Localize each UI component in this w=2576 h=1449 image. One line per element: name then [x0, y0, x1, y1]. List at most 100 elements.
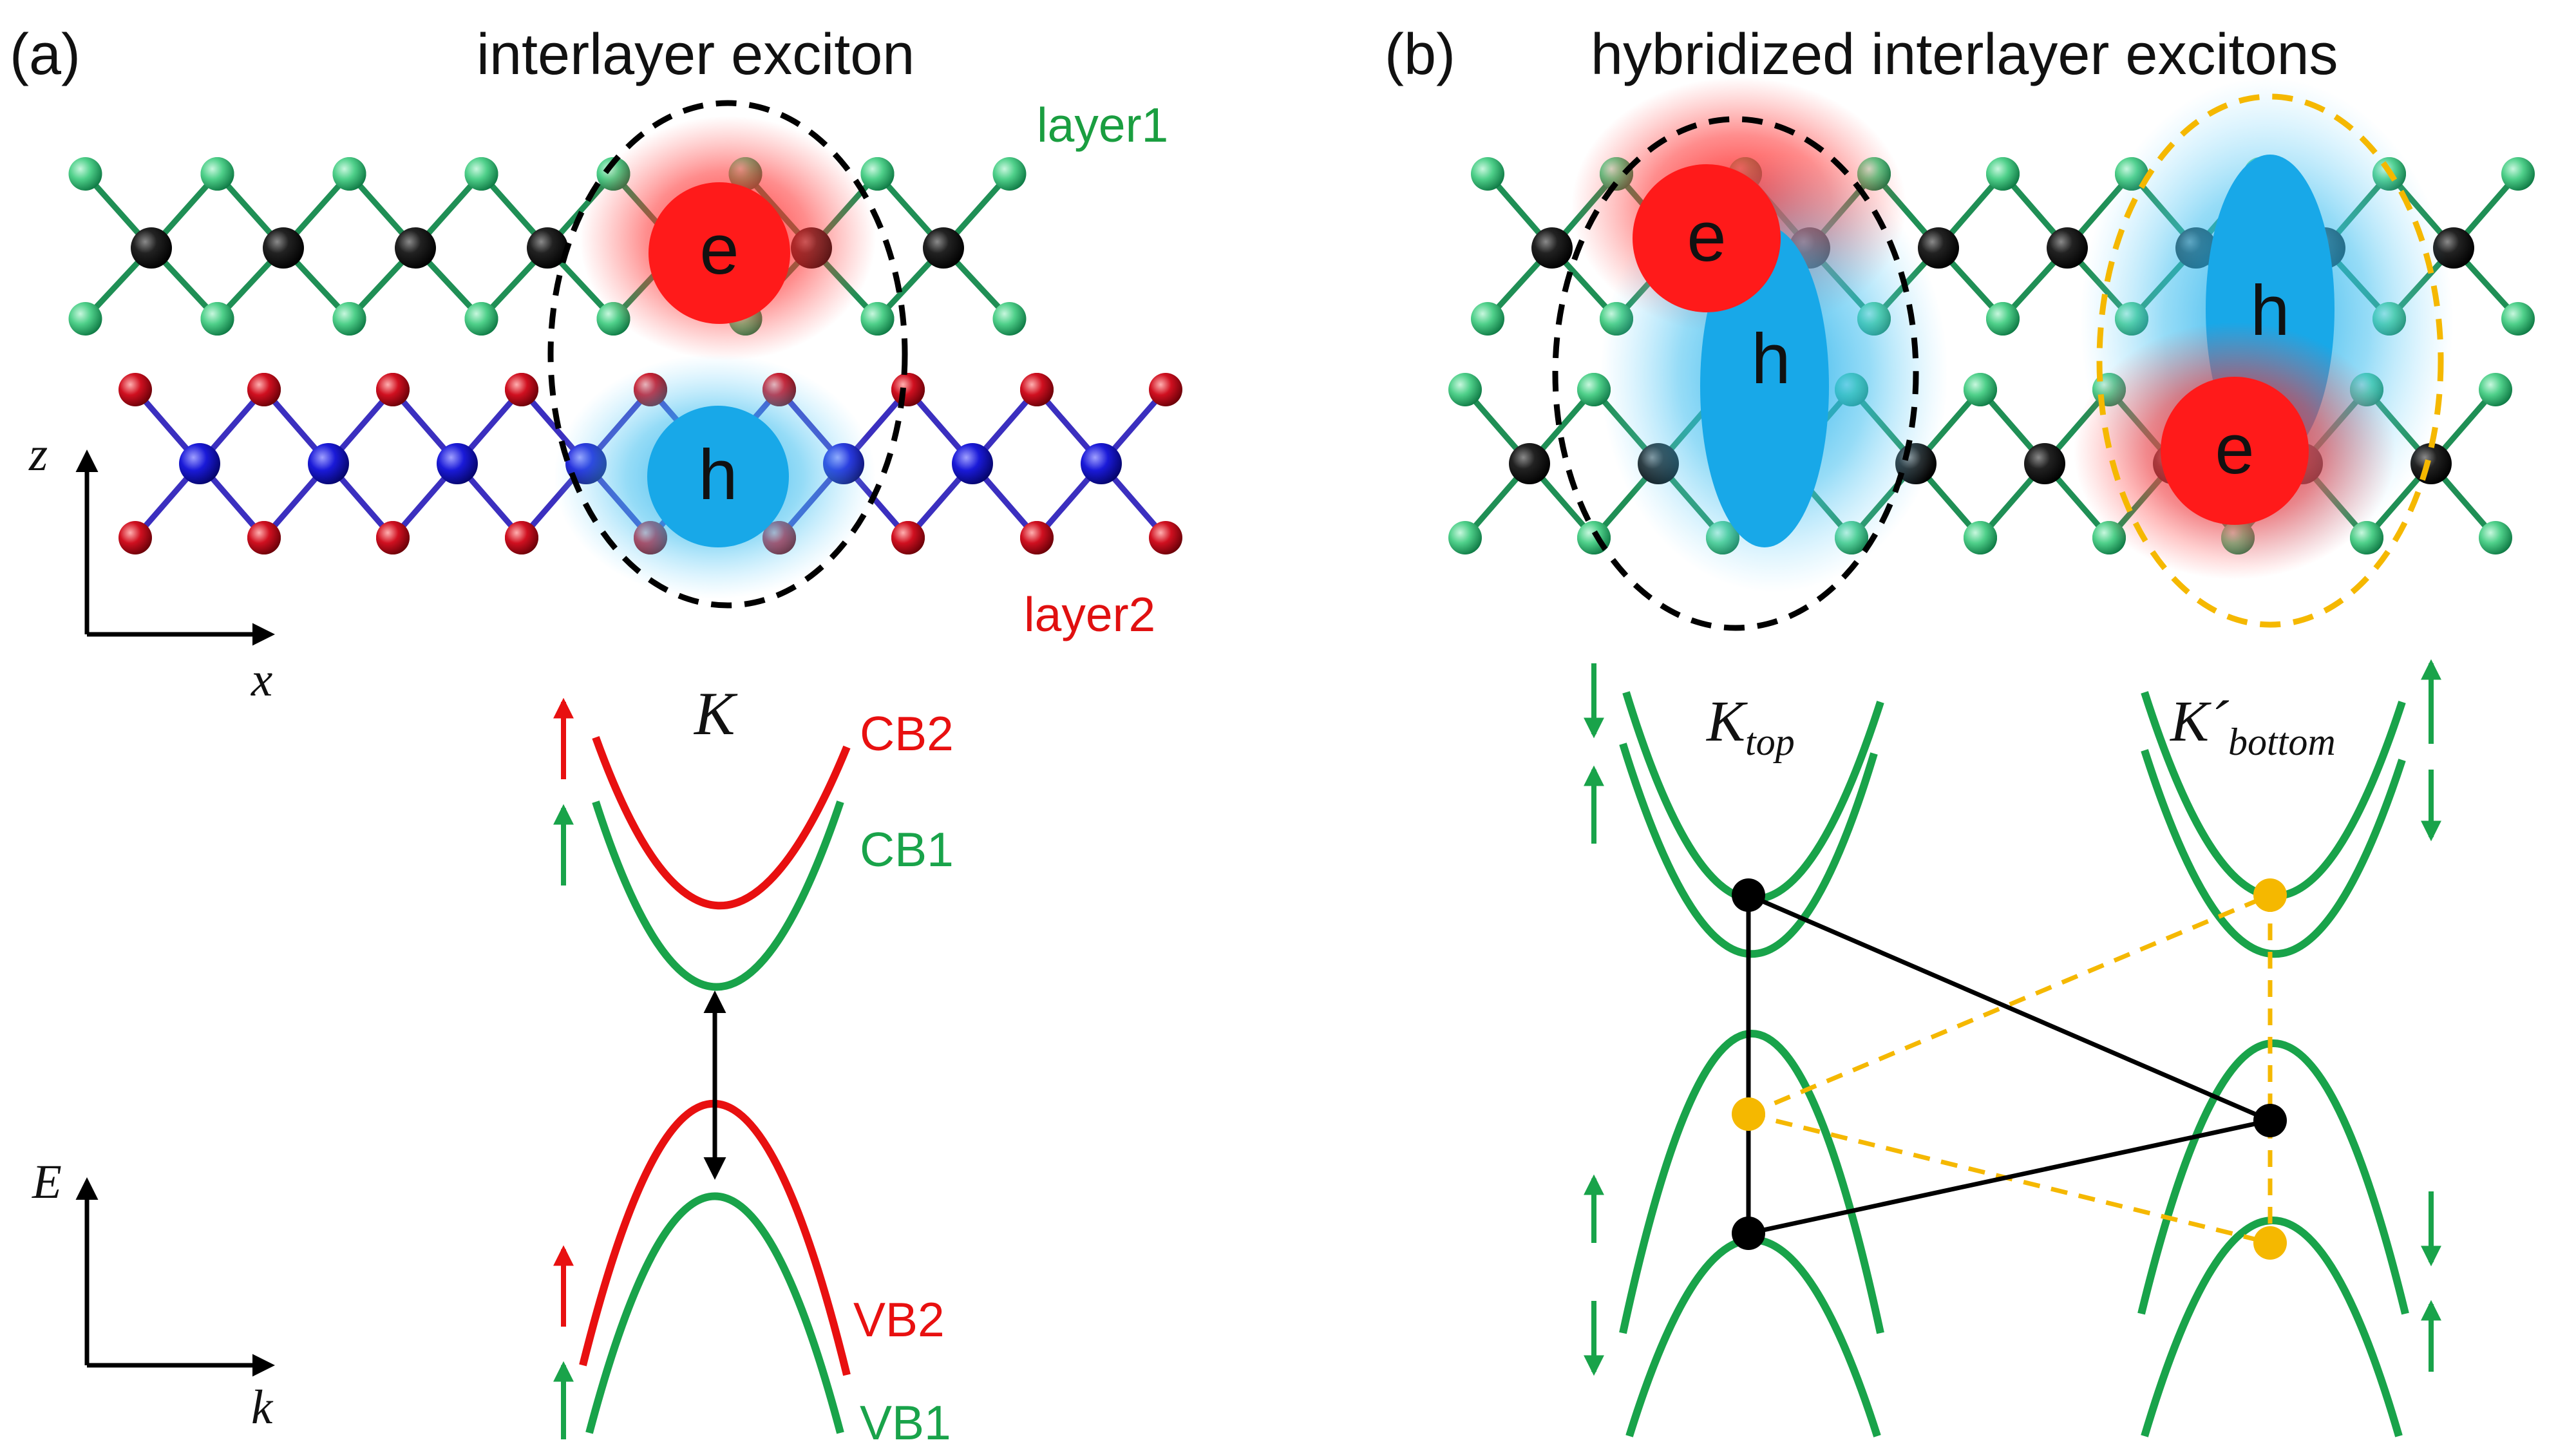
atom — [2479, 521, 2512, 554]
label-cb2: CB2 — [860, 706, 954, 761]
hole-label-left: h — [1751, 319, 1790, 399]
state-dot-yellow — [2253, 878, 2287, 912]
state-dot-black — [1732, 1217, 1765, 1250]
atom — [1964, 373, 1997, 406]
valley-right-label: K´bottom — [2169, 690, 2336, 763]
atom — [332, 157, 366, 191]
state-dot-yellow — [2253, 1226, 2287, 1260]
band-cb2 — [592, 735, 851, 910]
shift-arrows-b — [1584, 659, 2441, 1376]
atom — [1448, 521, 1482, 554]
band-cb1 — [592, 800, 844, 991]
atom — [1081, 443, 1122, 484]
hole-label-right: h — [2250, 271, 2289, 350]
atom — [464, 302, 498, 336]
atom — [2479, 373, 2512, 406]
atom — [68, 157, 102, 191]
atom — [1918, 227, 1959, 269]
atom — [923, 227, 964, 269]
spatial-axes: z x — [28, 428, 275, 706]
hole-label: h — [698, 435, 737, 515]
atom — [505, 373, 538, 406]
label-vb1: VB1 — [860, 1396, 951, 1449]
atom — [2024, 443, 2065, 484]
atom — [891, 521, 925, 554]
atom — [118, 521, 152, 554]
atom — [505, 521, 538, 554]
panel-b: (b) hybridized interlayer excitons e h h… — [1385, 23, 2535, 1437]
axis-E-label: E — [32, 1155, 62, 1209]
band-right-vb-lower — [2141, 1217, 2403, 1437]
atom — [992, 302, 1027, 336]
atom — [376, 373, 410, 406]
atom — [200, 302, 234, 336]
band-axes: E k — [32, 1155, 275, 1434]
atom — [68, 302, 102, 336]
band-right-cb-lower — [2141, 749, 2406, 958]
electron-sphere-left — [1633, 164, 1781, 312]
valley-left-label: Ktop — [1705, 690, 1795, 763]
atom — [1509, 443, 1550, 484]
state-dot-black — [1732, 878, 1765, 912]
panel-a: (a) interlayer exciton layer1 layer2 e h… — [10, 23, 1182, 1449]
atom — [2047, 227, 2088, 269]
panel-b-title: hybridized interlayer excitons — [1591, 23, 2338, 87]
atom — [952, 443, 993, 484]
atom — [1149, 373, 1182, 406]
axis-k-label: k — [251, 1381, 274, 1434]
label-vb2: VB2 — [853, 1293, 945, 1347]
atom — [1149, 521, 1182, 554]
black-transitions — [1746, 893, 2271, 1236]
layer1-lattice — [68, 157, 1027, 336]
atom — [860, 302, 895, 336]
band-left-vb-lower — [1625, 1236, 1881, 1437]
axis-z-label: z — [28, 428, 48, 481]
state-dot-black — [2253, 1104, 2287, 1137]
atom — [891, 373, 925, 406]
atom — [527, 227, 568, 269]
electron-sphere-right — [2161, 377, 2309, 525]
atom — [118, 373, 152, 406]
atom — [332, 302, 366, 336]
atom — [1471, 157, 1504, 191]
atom — [179, 443, 220, 484]
band-structure-a: K CB2 CB1 VB2 VB1 — [553, 679, 954, 1449]
layer2-label: layer2 — [1024, 587, 1155, 641]
atom — [860, 157, 895, 191]
atom — [200, 157, 234, 191]
atom — [1577, 521, 1611, 554]
exciton-outline — [547, 100, 908, 609]
atom — [376, 521, 410, 554]
electron-sphere — [649, 182, 790, 324]
atom — [131, 227, 172, 269]
electron-label-right: e — [2215, 410, 2254, 489]
atom — [1020, 521, 1054, 554]
panel-b-tag: (b) — [1385, 23, 1455, 87]
atom — [2501, 157, 2535, 191]
electron-label: e — [699, 210, 739, 289]
band-left-vb-upper — [1619, 1030, 1884, 1334]
exciton-outline-right — [2096, 93, 2444, 628]
band-right-vb-upper — [2137, 1039, 2409, 1315]
panel-a-tag: (a) — [10, 23, 80, 87]
atom — [2501, 302, 2535, 336]
atom — [437, 443, 478, 484]
atom — [464, 157, 498, 191]
band-vb1 — [585, 1192, 844, 1434]
atom — [1986, 302, 2020, 336]
atom — [1986, 157, 2020, 191]
atom — [1020, 373, 1054, 406]
valley-K-label: K — [693, 679, 738, 748]
axis-x-label: x — [251, 653, 272, 706]
atom — [247, 521, 281, 554]
atom — [1471, 302, 1504, 336]
exciton-outline-left — [1552, 116, 1919, 631]
yellow-transitions — [1747, 893, 2273, 1245]
panel-a-title: interlayer exciton — [477, 23, 914, 87]
state-dot-yellow — [1732, 1097, 1765, 1131]
layer1-label: layer1 — [1037, 98, 1168, 152]
atom — [1531, 227, 1573, 269]
atom — [247, 373, 281, 406]
atom — [1964, 521, 1997, 554]
